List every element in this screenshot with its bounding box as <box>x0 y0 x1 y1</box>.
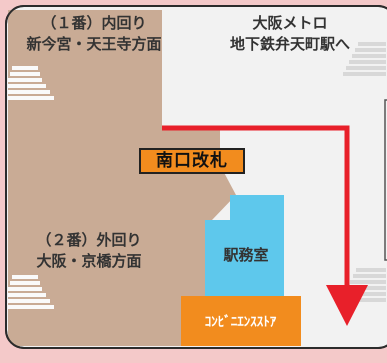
map-frame-border <box>5 5 387 349</box>
outer-loop-direction: 大阪・京橋方面 <box>36 252 142 270</box>
platform-area <box>8 10 236 346</box>
staircase-lower-left <box>8 275 54 309</box>
metro-name: 大阪メトロ <box>252 14 328 32</box>
right-wall-block <box>384 99 387 261</box>
inner-loop-label: （１番）内回り 新今宮・天王寺方面 <box>6 13 182 55</box>
staircase-lower-right <box>341 268 386 302</box>
outer-loop-platform: （２番）外回り <box>36 231 142 249</box>
station-office-block <box>205 195 284 296</box>
convenience-store-label: ｺﾝﾋﾞﾆｴﾝｽｽﾄｱ <box>204 315 277 330</box>
inner-loop-platform: （１番）内回り <box>41 14 147 32</box>
staircase-upper-right <box>343 42 386 76</box>
south-gate-badge: 南口改札 <box>139 148 245 174</box>
route-arrow <box>162 125 368 326</box>
staircase-upper-left <box>8 66 54 100</box>
metro-label: 大阪メトロ 地下鉄弁天町駅へ <box>200 13 380 55</box>
station-office-label: 駅務室 <box>223 246 269 264</box>
metro-direction: 地下鉄弁天町駅へ <box>229 35 350 53</box>
convenience-store-block <box>181 296 301 346</box>
inner-loop-direction: 新今宮・天王寺方面 <box>26 35 162 53</box>
outer-loop-label: （２番）外回り 大阪・京橋方面 <box>14 230 164 272</box>
